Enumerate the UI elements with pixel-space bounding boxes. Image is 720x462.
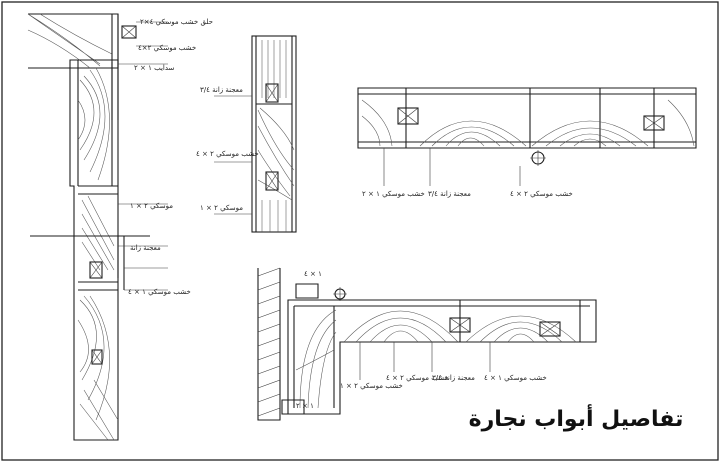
label-a-5: خشب موسكي ١ × ٤ bbox=[128, 288, 191, 296]
label-a-4: معجنة زانة bbox=[130, 244, 161, 252]
corner-cap bbox=[295, 283, 319, 299]
mid-rail bbox=[78, 185, 118, 195]
label-b-0: معجنة زانة ٣/٤ bbox=[200, 86, 243, 94]
label-d-2: خشب موسكي ٢ × ٤ bbox=[386, 374, 449, 382]
label-b-1: خشب موسكي ٢ × ٤ bbox=[196, 150, 259, 158]
tongue-joint-2 bbox=[91, 349, 103, 365]
vertical-door-section bbox=[27, 13, 168, 441]
rail-outline bbox=[357, 87, 697, 149]
label-d-1: خشب موسكي ٢ × ١ bbox=[340, 382, 403, 390]
stile-tongue-top bbox=[265, 83, 279, 103]
label-d-5: ١ × ٢ bbox=[296, 402, 314, 410]
bottom-stop bbox=[281, 399, 305, 415]
wall-hatch bbox=[257, 268, 281, 421]
stile-tongue-bottom bbox=[265, 171, 279, 191]
label-b-2: موسكي ٢ × ١ bbox=[200, 204, 243, 212]
label-d-4: خشب موسكي ١ × ٤ bbox=[484, 374, 547, 382]
frame-tongue-1 bbox=[449, 317, 471, 333]
corner-frame-section bbox=[257, 267, 597, 421]
label-a-1: خشب موسكي ٢×٤ bbox=[138, 44, 196, 52]
rail-tongue-1 bbox=[397, 107, 419, 125]
panel-a-labels: حلق خشب موسكي ٤×٢ خشب موسكي ٢×٤ سدايب ١ … bbox=[128, 18, 213, 296]
drawing-title: تفاصيل أبواب نجارة bbox=[469, 403, 684, 432]
rail-tongue-2 bbox=[643, 115, 665, 131]
label-a-3: موسكي ٢ × ١ bbox=[130, 202, 173, 210]
horizontal-rail-section bbox=[357, 87, 697, 186]
tongue-joint-1 bbox=[89, 261, 103, 279]
stile-section bbox=[214, 35, 297, 233]
label-c-1: معجنة زانة ٣/٤ bbox=[428, 190, 471, 198]
frame-rebate-block bbox=[121, 25, 137, 39]
panel-d-labels: ١ × ٤ خشب موسكي ٢ × ١ خشب موسكي ٢ × ٤ مع… bbox=[296, 270, 547, 410]
label-c-2: خشب موسكي ٢ × ٤ bbox=[510, 190, 573, 198]
panel-b-labels: معجنة زانة ٣/٤ خشب موسكي ٢ × ٤ موسكي ٢ ×… bbox=[196, 86, 259, 212]
label-a-0: حلق خشب موسكي ٤×٢ bbox=[140, 18, 213, 26]
panel-c-labels: خشب موسكي ١ × ٢ معجنة زانة ٣/٤ خشب موسكي… bbox=[362, 190, 573, 198]
label-d-3: معجنة زانة ٣/٤ bbox=[432, 374, 475, 382]
label-a-2: سدايب ١ × ٢ bbox=[134, 64, 175, 72]
door-leaf-outline bbox=[69, 59, 119, 441]
label-c-0: خشب موسكي ١ × ٢ bbox=[362, 190, 425, 198]
stile-outline bbox=[251, 35, 297, 233]
frame-tongue-2 bbox=[539, 321, 561, 337]
label-d-0: ١ × ٤ bbox=[304, 270, 322, 278]
